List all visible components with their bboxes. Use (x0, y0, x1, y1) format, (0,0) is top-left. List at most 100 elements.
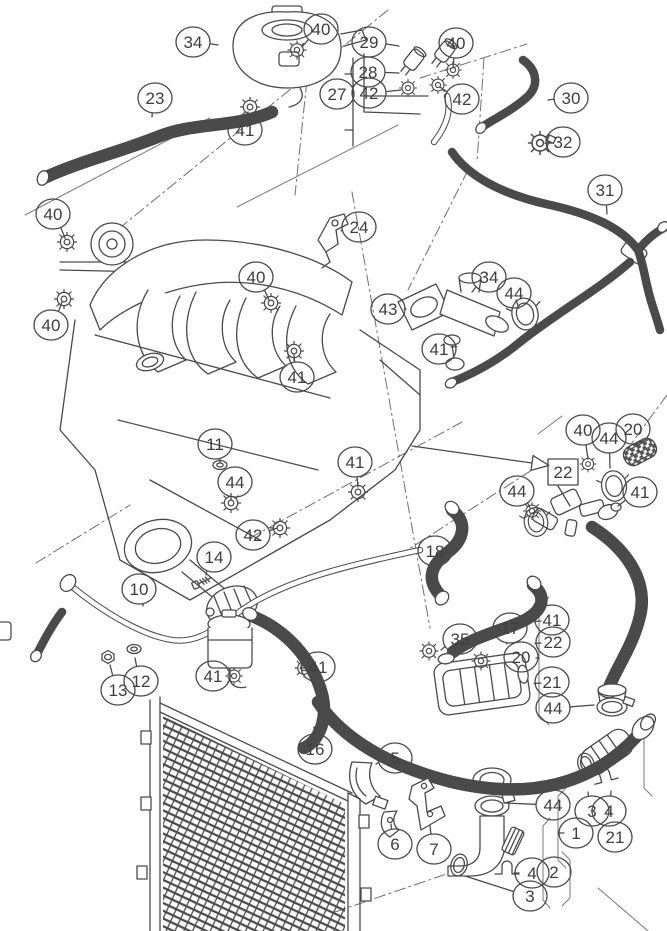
callout-circle (512, 880, 548, 912)
highlight-box (547, 458, 579, 486)
callout-circle (499, 475, 535, 507)
callout-number: 34 (480, 268, 499, 287)
callout-circle (565, 414, 601, 446)
callout-circle (496, 277, 532, 309)
hose-17-drawing (446, 575, 548, 659)
callout-number: 3 (525, 887, 534, 906)
callout-16: 16 (297, 726, 333, 765)
hose-18-drawing (425, 500, 469, 606)
callout-13: 13 (100, 664, 136, 706)
callout-number: 44 (508, 482, 527, 501)
callout-number: 7 (429, 840, 438, 859)
callout-circle (297, 733, 333, 765)
callout-circle (587, 174, 623, 206)
callout-44: 44 (535, 692, 595, 724)
callout-44: 44 (499, 475, 535, 509)
callout-leader (386, 89, 402, 93)
callout-number: 40 (44, 205, 63, 224)
callout-20: 20 (615, 413, 651, 446)
callout-circle (591, 422, 627, 454)
callout-leader (452, 58, 455, 69)
callout-number: 21 (606, 828, 625, 847)
callout-circle (417, 535, 453, 567)
callout-circle (35, 198, 71, 230)
callout-11: 11 (197, 428, 233, 463)
highlight-number: 22 (554, 463, 573, 482)
callout-leader (605, 205, 608, 215)
callout-41: 41 (337, 446, 373, 488)
callout-42: 42 (351, 77, 402, 109)
callout-circle (615, 413, 651, 445)
callout-number: 17 (501, 619, 520, 638)
callout-number: 42 (453, 90, 472, 109)
callout-21: 21 (597, 821, 633, 853)
callout-circle (370, 293, 406, 325)
callout-44: 44 (504, 789, 571, 821)
callout-40: 40 (565, 414, 601, 460)
callout-circle (438, 27, 474, 59)
callout-circle (279, 361, 315, 393)
callout-number: 23 (146, 89, 165, 108)
callout-circle (591, 795, 627, 827)
callout-number: 27 (328, 85, 347, 104)
callout-23: 23 (137, 82, 173, 118)
callout-18: 18 (417, 535, 454, 567)
callout-34: 34 (471, 261, 507, 293)
callout-number: 29 (360, 33, 379, 52)
callout-leader (58, 301, 63, 312)
callout-12: 12 (123, 657, 159, 697)
callout-number: 30 (562, 89, 581, 108)
hose-23-drawing (36, 105, 279, 186)
callout-circle (416, 833, 452, 865)
callout-number: 31 (596, 181, 615, 200)
callout-number: 20 (624, 420, 643, 439)
callout-circle (238, 261, 274, 293)
callout-34: 34 (175, 26, 219, 58)
lower-radiator-hose-drawing (311, 695, 657, 796)
callout-leader (547, 98, 554, 101)
callout-32: 32 (544, 126, 581, 158)
bracket-7-drawing (408, 777, 446, 831)
callout-circle (123, 665, 159, 697)
callout-circle (235, 519, 271, 551)
callout-circle (535, 626, 571, 658)
callout-27: 27 (319, 78, 355, 110)
callout-number: 40 (247, 268, 266, 287)
callout-circle (175, 26, 211, 58)
callout-number: 34 (184, 33, 203, 52)
callout-40: 40 (438, 27, 474, 69)
callout-41: 41 (421, 333, 458, 365)
callout-number: 12 (132, 672, 151, 691)
callout-leader (205, 570, 208, 576)
callout-number: 35 (451, 630, 470, 649)
callout-number: 32 (554, 133, 573, 152)
sensor-group-drawing (397, 36, 463, 146)
oil-cooler-35-drawing (419, 641, 531, 716)
callout-leader (617, 499, 626, 507)
callout-number: 41 (288, 368, 307, 387)
callout-leader (527, 503, 531, 509)
callout-41: 41 (299, 651, 336, 683)
callout-number: 24 (350, 218, 369, 237)
callout-number: 11 (206, 435, 224, 454)
callout-number: 41 (543, 611, 562, 630)
callout-circle (300, 651, 336, 683)
callout-42: 42 (439, 83, 480, 115)
clamp-32-drawing (527, 130, 557, 156)
callout-circle (622, 476, 658, 508)
callout-14: 14 (196, 541, 232, 576)
callout-circle (341, 211, 377, 243)
callout-leader (210, 43, 219, 46)
callout-number: 44 (505, 284, 524, 303)
callout-leader (504, 802, 536, 805)
callout-44: 44 (591, 422, 627, 469)
callout-circle (574, 795, 610, 827)
callout-number: 16 (306, 740, 325, 759)
expansion-tank-drawing (232, 5, 367, 108)
callout-number: 40 (312, 20, 331, 39)
callout-circle (444, 83, 480, 115)
callout-24: 24 (340, 211, 377, 243)
callout-number: 6 (390, 835, 399, 854)
junction-22-drawing (518, 437, 658, 539)
callout-circle (33, 309, 69, 341)
